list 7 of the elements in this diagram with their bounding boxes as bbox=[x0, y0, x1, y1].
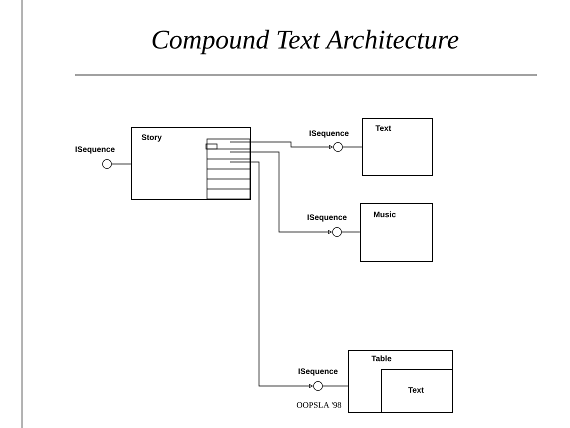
interface-circle bbox=[313, 381, 323, 391]
connector bbox=[342, 146, 362, 148]
interface-circle bbox=[102, 159, 112, 169]
footer-text: OOPSLA '98 bbox=[296, 402, 342, 408]
interface-circle bbox=[332, 227, 342, 237]
title: Compound Text Architecture bbox=[152, 30, 458, 54]
interface-circle bbox=[333, 142, 343, 152]
